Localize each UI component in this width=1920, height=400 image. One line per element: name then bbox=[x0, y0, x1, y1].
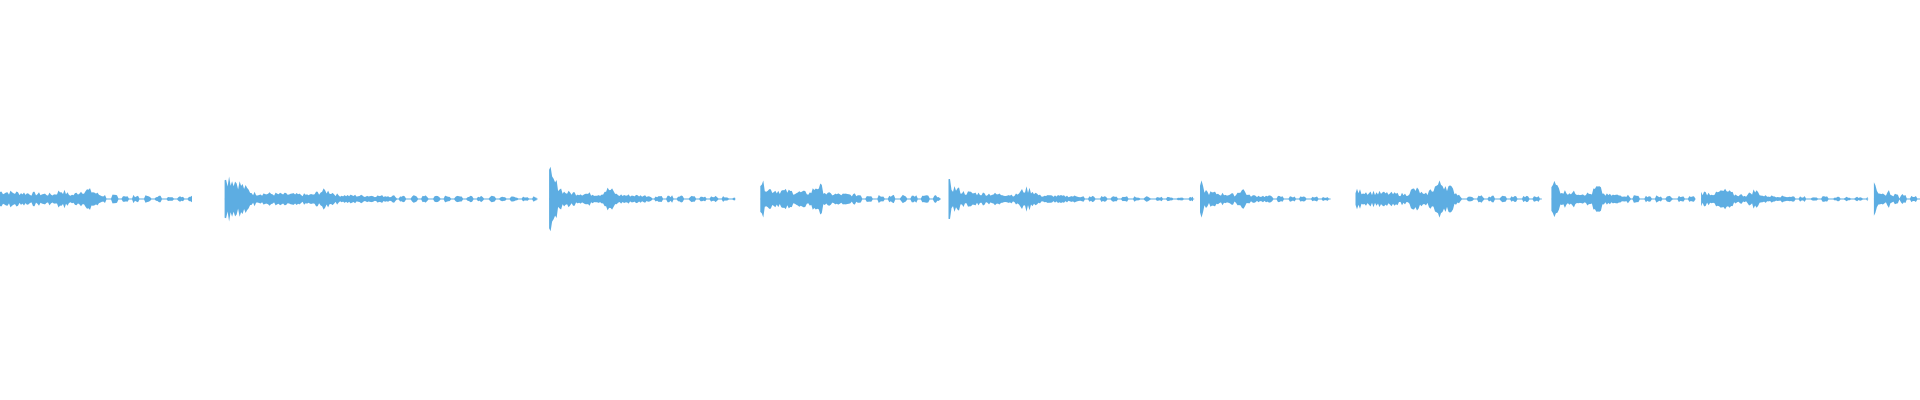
audio-waveform bbox=[0, 166, 1920, 232]
waveform-view bbox=[0, 166, 1920, 232]
